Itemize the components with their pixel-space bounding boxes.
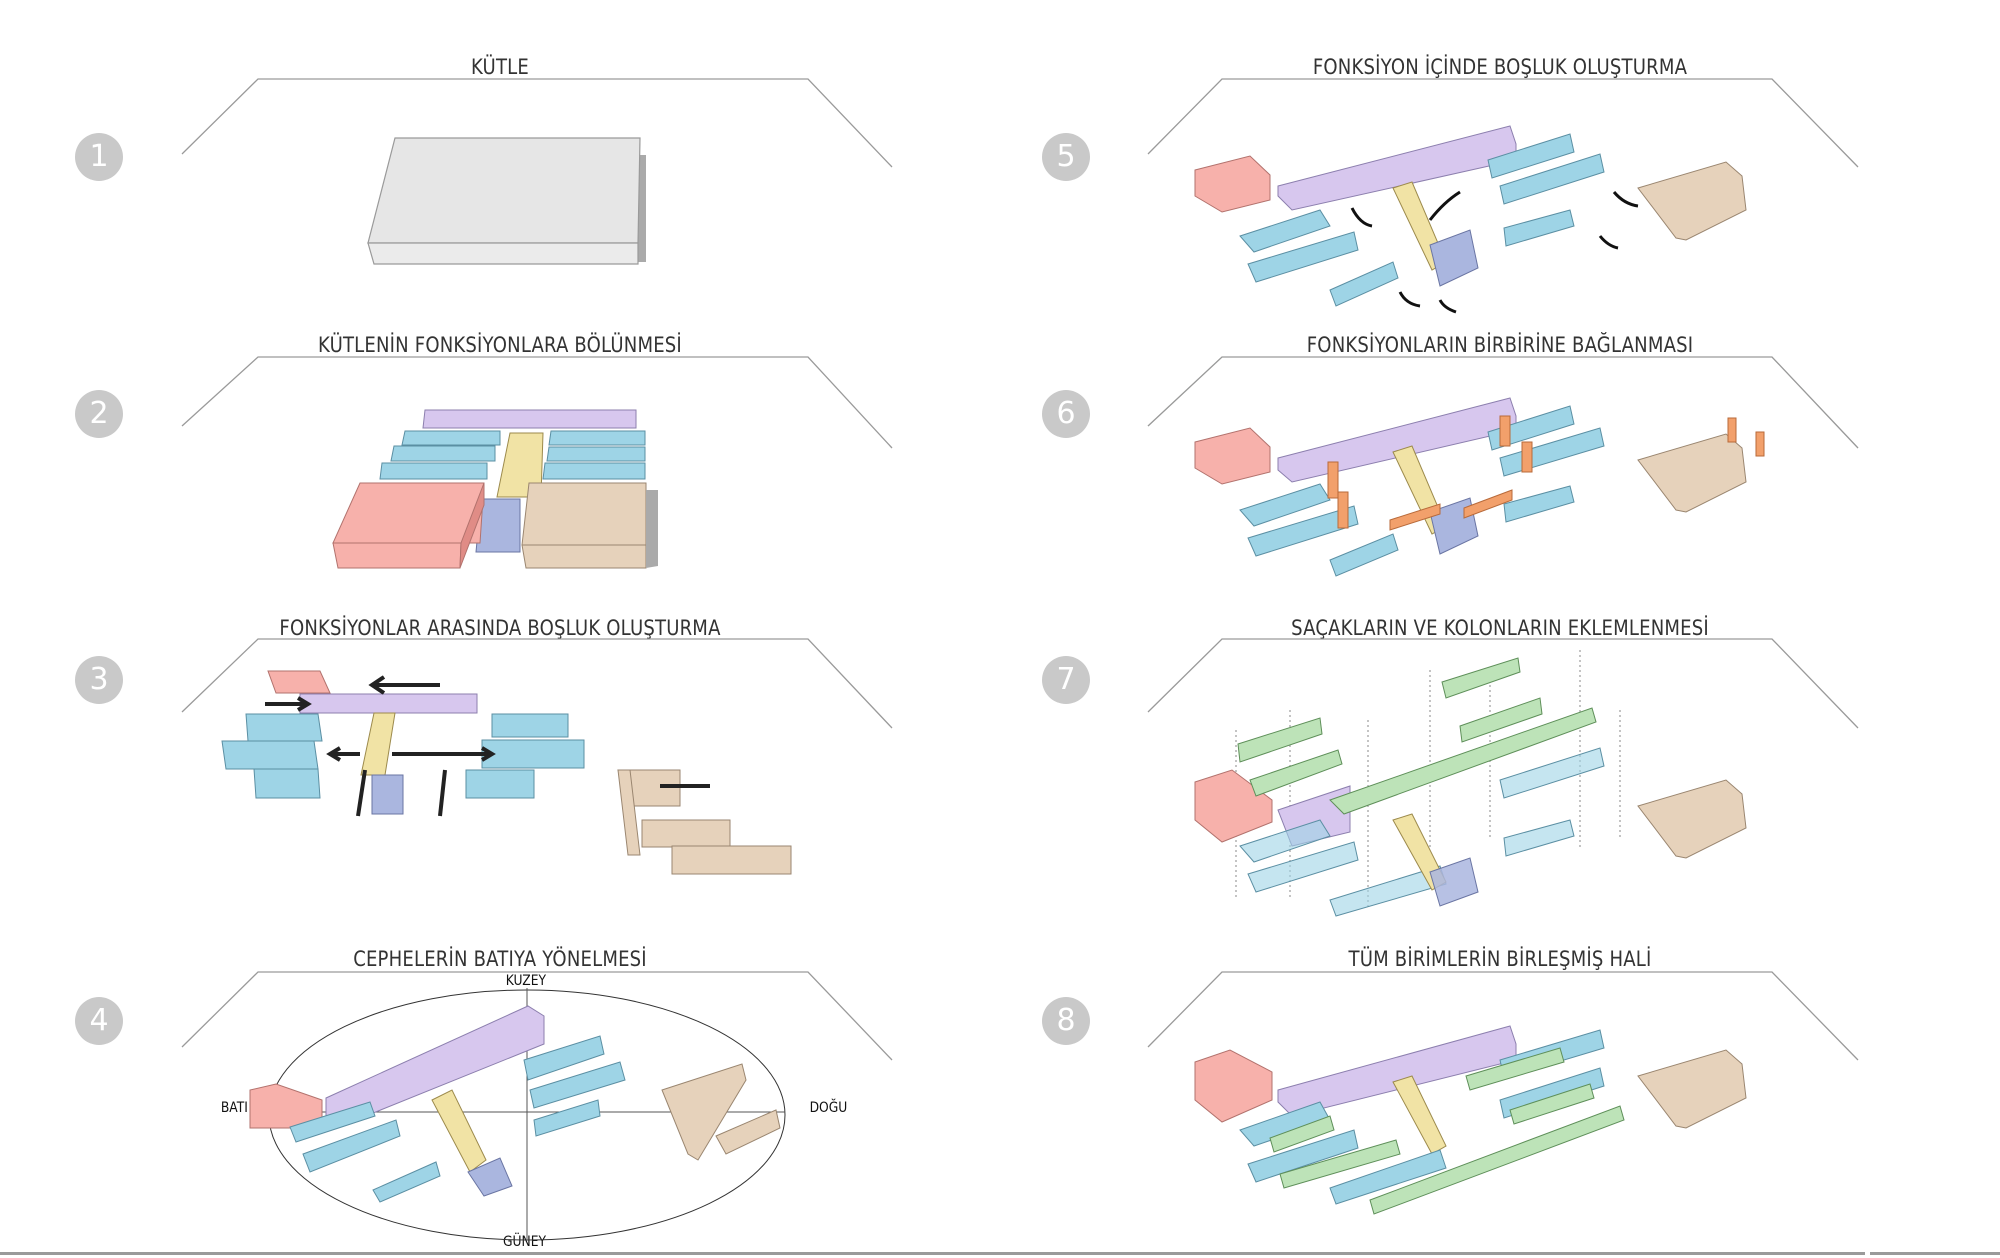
diagram-svg	[181, 638, 893, 875]
page-rule	[1870, 1252, 2000, 1255]
compass-west-label: BATI	[220, 1100, 248, 1116]
step-badge: 1	[75, 133, 123, 181]
panel-3-gaps-between: FONKSİYONLAR ARASINDA BOŞLUK OLUŞTURMA 3	[0, 610, 1000, 930]
panel-title: FONKSİYONLAR ARASINDA BOŞLUK OLUŞTURMA	[279, 616, 721, 640]
step-badge: 6	[1042, 390, 1090, 438]
diagram-frame	[181, 78, 893, 265]
translucent-blocks	[1239, 747, 1605, 917]
step-badge: 8	[1042, 997, 1090, 1045]
diagram-svg	[1147, 356, 1859, 577]
diagram-svg	[1147, 971, 1859, 1215]
panel-title: KÜTLENİN FONKSİYONLARA BÖLÜNMESİ	[318, 333, 682, 357]
panel-title: FONKSİYON İÇİNDE BOŞLUK OLUŞTURMA	[1312, 55, 1688, 79]
panel-title: TÜM BİRİMLERİN BİRLEŞMİŞ HALİ	[1348, 947, 1652, 971]
diagram-svg	[1147, 638, 1859, 917]
arrows	[265, 675, 710, 817]
diagram-svg	[181, 356, 893, 569]
diagram-svg	[1147, 78, 1859, 314]
step-badge: 2	[75, 390, 123, 438]
compass-north-label: KUZEY	[505, 973, 547, 989]
panel-6-connection: FONKSİYONLARIN BİRBİRİNE BAĞLANMASI 6	[1000, 330, 2000, 600]
panel-title: SAÇAKLARIN VE KOLONLARIN EKLEMLENMESİ	[1291, 616, 1709, 640]
panel-4-orientation: CEPHELERİN BATIYA YÖNELMESİ 4 KUZEY GÜNE…	[0, 940, 1000, 1258]
panel-2-functions: KÜTLENİN FONKSİYONLARA BÖLÜNMESİ 2	[0, 330, 1000, 600]
connector-bridges	[1327, 415, 1765, 531]
compass-south-label: GÜNEY	[502, 1234, 547, 1250]
step-badge: 4	[75, 997, 123, 1045]
panel-title: FONKSİYONLARIN BİRBİRİNE BAĞLANMASI	[1306, 333, 1694, 357]
step-badge: 5	[1042, 133, 1090, 181]
page-rule	[0, 1252, 1865, 1255]
arrows	[1350, 190, 1639, 314]
mass-block	[367, 137, 646, 265]
compass-east-label: DOĞU	[809, 1100, 848, 1116]
step-badge: 3	[75, 656, 123, 704]
canopies	[1269, 1047, 1625, 1215]
panel-7-canopies-columns: SAÇAKLARIN VE KOLONLARIN EKLEMLENMESİ 7	[1000, 610, 2000, 930]
panel-5-gaps-within: FONKSİYON İÇİNDE BOŞLUK OLUŞTURMA 5	[1000, 0, 2000, 320]
diagram-svg	[181, 971, 893, 1241]
panel-8-combined: TÜM BİRİMLERİN BİRLEŞMİŞ HALİ 8	[1000, 940, 2000, 1258]
canopies	[1237, 657, 1597, 815]
panel-title: KÜTLE	[471, 55, 529, 79]
step-badge: 7	[1042, 656, 1090, 704]
panel-1-kutle: KÜTLE 1	[0, 0, 1000, 320]
panel-title: CEPHELERİN BATIYA YÖNELMESİ	[353, 947, 647, 971]
